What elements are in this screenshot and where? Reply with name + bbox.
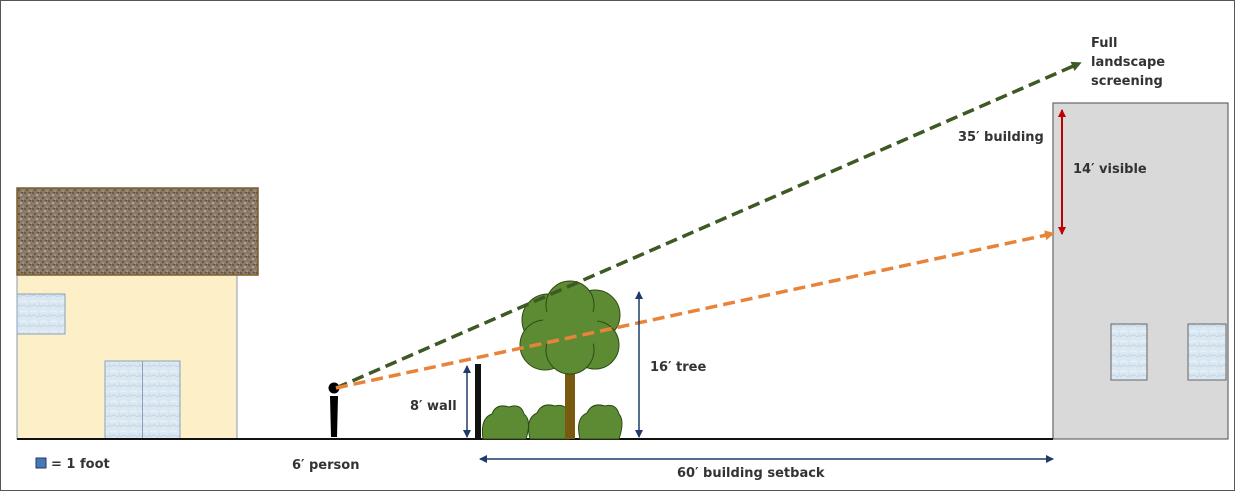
wall bbox=[475, 364, 481, 439]
tree-trunk bbox=[565, 368, 575, 439]
house-door bbox=[104, 360, 181, 440]
building-window bbox=[1110, 323, 1148, 381]
setback-label: 60′ building setback bbox=[677, 466, 825, 481]
person-figure bbox=[328, 382, 340, 437]
legend-scale-label: = 1 foot bbox=[51, 457, 110, 472]
building-body bbox=[1052, 102, 1229, 440]
wall-height-label: 8′ wall bbox=[410, 399, 457, 414]
house bbox=[16, 187, 259, 440]
building-height-label: 35′ building bbox=[958, 130, 1044, 145]
scale-legend: = 1 foot bbox=[35, 457, 110, 472]
building-window bbox=[1187, 323, 1227, 381]
full-screening-sightline bbox=[335, 61, 1082, 390]
house-roof bbox=[16, 187, 259, 276]
full-screening-label-line2: landscape bbox=[1091, 55, 1165, 70]
wall-sightline bbox=[335, 230, 1055, 390]
person-height-label: 6′ person bbox=[292, 458, 359, 473]
visible-height-label: 14′ visible bbox=[1073, 162, 1147, 177]
tree bbox=[519, 280, 621, 439]
shrub bbox=[578, 404, 623, 440]
full-screening-label-line1: Full bbox=[1091, 36, 1117, 51]
house-window bbox=[16, 293, 66, 335]
full-screening-label-line3: screening bbox=[1091, 74, 1163, 89]
tree-canopy bbox=[519, 280, 621, 375]
shrub bbox=[481, 405, 530, 440]
tree-height-label: 16′ tree bbox=[650, 360, 706, 375]
tall-building bbox=[1052, 102, 1229, 440]
legend-square bbox=[35, 457, 47, 469]
